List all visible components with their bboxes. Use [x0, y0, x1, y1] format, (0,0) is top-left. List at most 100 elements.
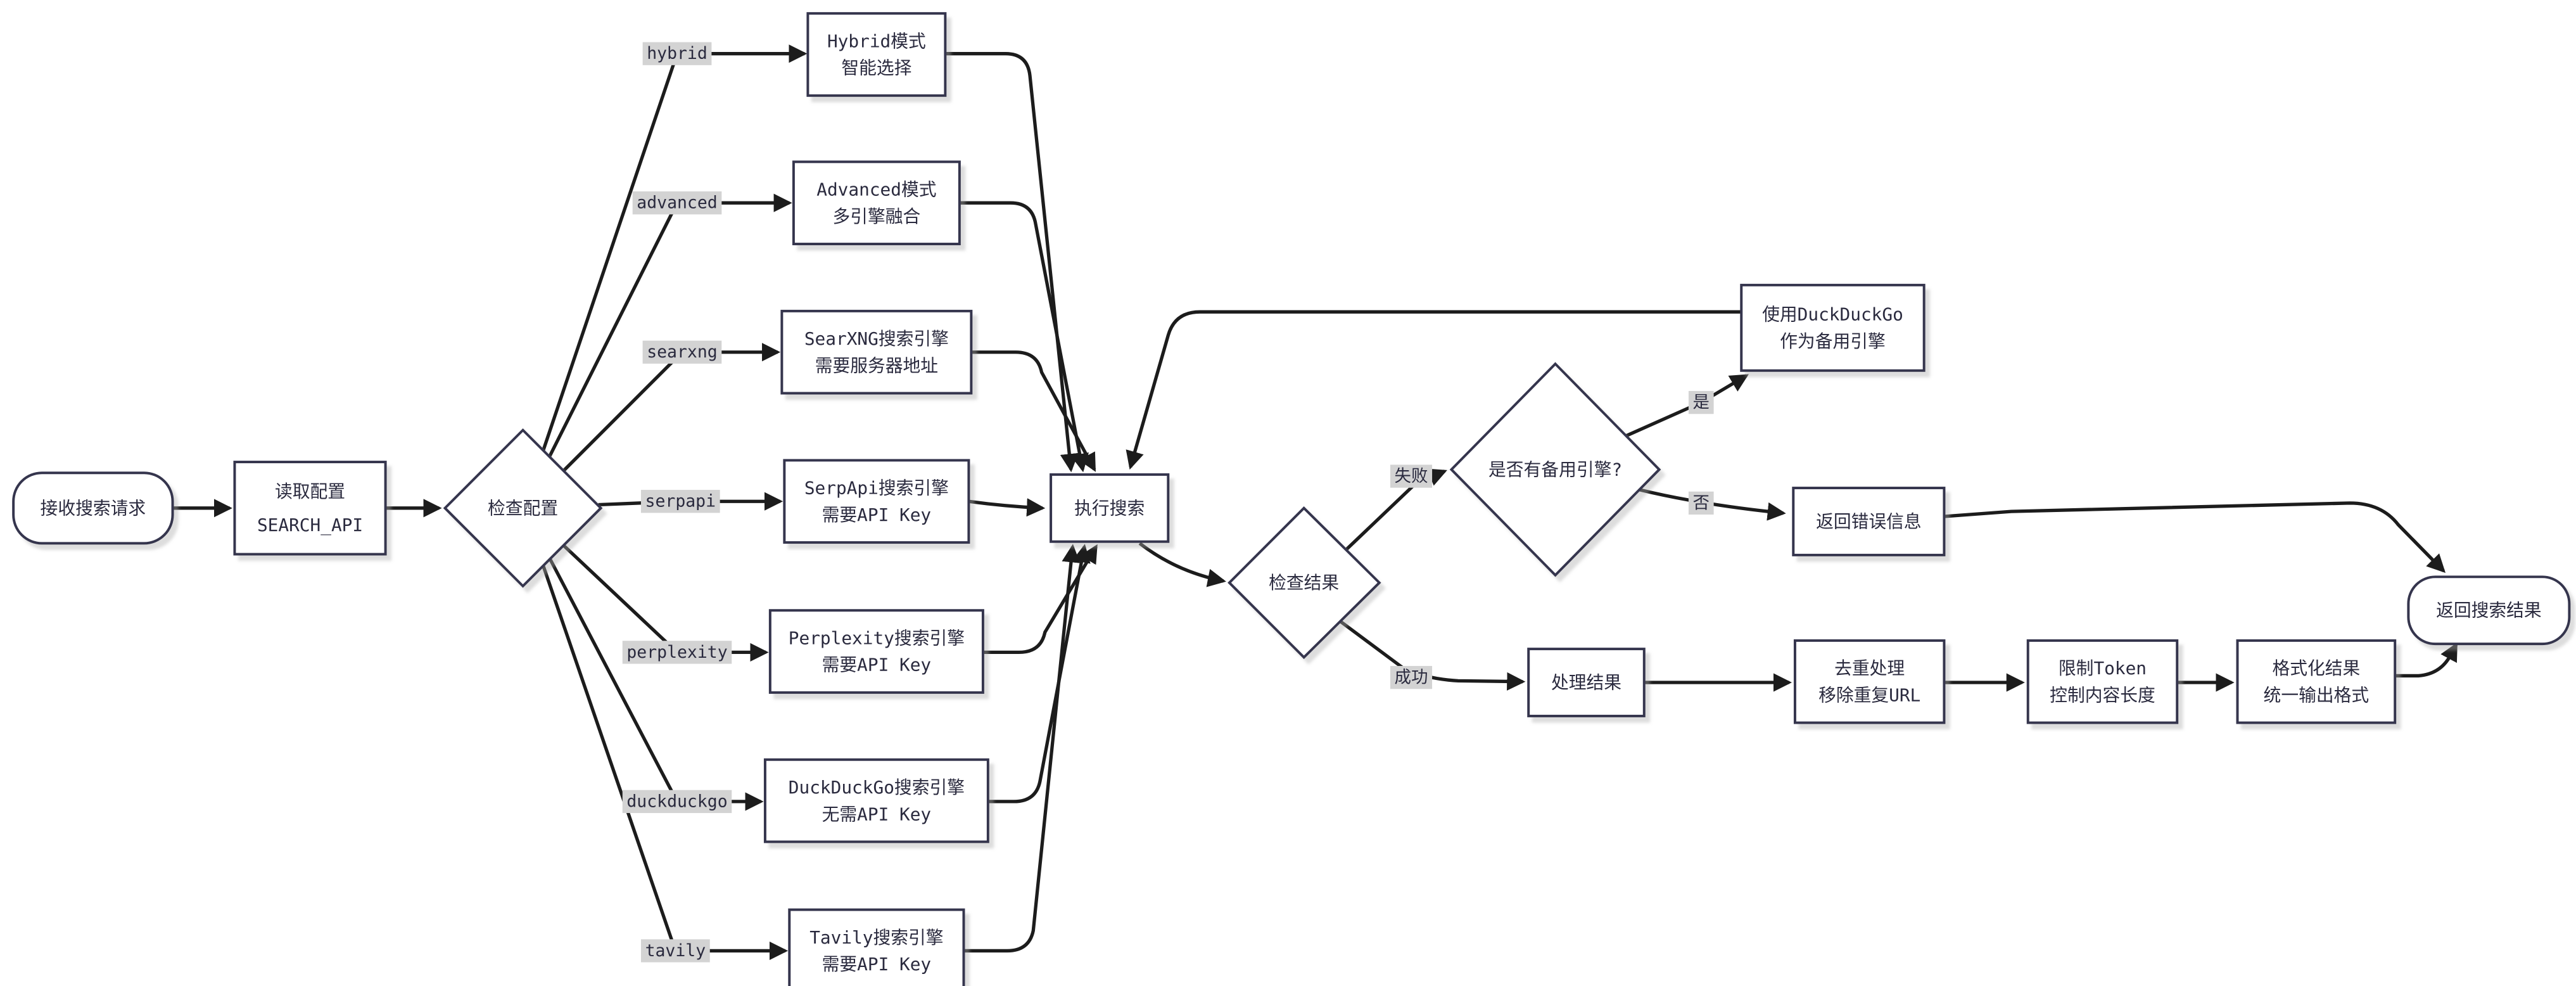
edge-label-advanced: advanced	[632, 191, 722, 215]
start-label: 接收搜索请求	[41, 497, 146, 518]
advanced-line1: Advanced模式	[816, 179, 936, 200]
node-format-result: 格式化结果 统一输出格式	[2236, 639, 2397, 724]
duckduckgo-line1: DuckDuckGo搜索引擎	[789, 777, 965, 798]
edge-label-fail-text: 失败	[1395, 466, 1428, 486]
process-result-label: 处理结果	[1551, 672, 1621, 693]
edge-label-tavily-text: tavily	[645, 941, 706, 961]
node-process-result: 处理结果	[1527, 648, 1646, 717]
node-end: 返回搜索结果	[2407, 575, 2571, 646]
node-check-config: 检查配置	[443, 428, 603, 588]
edge-label-hybrid: hybrid	[642, 42, 712, 65]
edge-label-serpapi-text: serpapi	[645, 492, 716, 511]
has-backup-label: 是否有备用引擎?	[1488, 459, 1622, 480]
edge-tavily-exec	[963, 544, 1081, 953]
check-config-shape	[443, 428, 603, 588]
edge-label-no-text: 否	[1693, 493, 1710, 513]
edge-exec-checkresult	[1138, 542, 1226, 587]
dedup-line2: 移除重复URL	[1818, 684, 1920, 705]
serpapi-shape	[783, 459, 970, 544]
limit-token-shape	[2026, 639, 2179, 724]
tavily-shape	[788, 908, 965, 986]
node-advanced: Advanced模式 多引擎融合	[792, 160, 961, 246]
node-searxng: SearXNG搜索引擎 需要服务器地址	[780, 309, 973, 395]
edge-label-yes-bg	[1688, 390, 1714, 414]
searxng-line1: SearXNG搜索引擎	[804, 328, 949, 349]
limit-token-line2: 控制内容长度	[2050, 684, 2155, 705]
format-result-line1: 格式化结果	[2272, 658, 2360, 679]
return-error-shape	[1792, 487, 1946, 556]
tavily-line1: Tavily搜索引擎	[809, 927, 943, 948]
node-has-backup: 是否有备用引擎?	[1449, 362, 1661, 577]
edge-label-fail: 失败	[1390, 464, 1433, 488]
node-return-error: 返回错误信息	[1792, 487, 1946, 556]
edge-label-duckduckgo-bg	[622, 790, 732, 814]
start-shape	[12, 471, 174, 545]
edge-label-no-bg	[1688, 491, 1714, 515]
edge-label-no: 否	[1688, 491, 1714, 515]
edge-perplexity-exec	[984, 544, 1098, 655]
edge-serpapi-exec	[968, 498, 1046, 517]
return-error-label: 返回错误信息	[1816, 511, 1922, 532]
edge-label-hybrid-bg	[642, 42, 712, 65]
node-execute: 执行搜索	[1050, 473, 1170, 543]
limit-token-line1: 限制Token	[2059, 658, 2147, 679]
tavily-line2: 需要API Key	[822, 954, 932, 975]
edge-label-success: 成功	[1390, 665, 1433, 689]
process-result-shape	[1527, 648, 1646, 717]
node-dedup: 去重处理 移除重复URL	[1793, 639, 1946, 724]
node-perplexity: Perplexity搜索引擎 需要API Key	[768, 609, 984, 694]
edge-check-perplexity	[562, 544, 769, 662]
edge-label-hybrid-text: hybrid	[647, 44, 707, 63]
searxng-line2: 需要服务器地址	[815, 355, 938, 376]
node-tavily: Tavily搜索引擎 需要API Key	[788, 908, 965, 986]
read-config-line2: SEARCH_API	[257, 515, 363, 536]
execute-shape	[1050, 473, 1170, 543]
edge-label-success-text: 成功	[1395, 668, 1428, 688]
edge-label-yes-text: 是	[1693, 393, 1710, 413]
node-limit-token: 限制Token 控制内容长度	[2026, 639, 2179, 724]
hybrid-line1: Hybrid模式	[827, 30, 926, 51]
serpapi-line1: SerpApi搜索引擎	[804, 478, 949, 499]
edge-label-tavily-bg	[640, 939, 710, 963]
edge-label-perplexity-text: perplexity	[626, 643, 727, 662]
edge-label-tavily: tavily	[640, 939, 710, 963]
use-ddg-line2: 作为备用引擎	[1780, 331, 1886, 352]
edge-yes	[1625, 374, 1749, 438]
edge-label-serpapi: serpapi	[640, 490, 720, 513]
dedup-shape	[1793, 639, 1946, 724]
read-config-shape	[233, 461, 387, 556]
has-backup-shape	[1449, 362, 1661, 577]
hybrid-shape	[806, 12, 947, 97]
edge-error-end	[1944, 501, 2446, 573]
node-serpapi: SerpApi搜索引擎 需要API Key	[783, 459, 970, 544]
end-shape	[2407, 575, 2571, 646]
format-result-shape	[2236, 639, 2397, 724]
node-duckduckgo: DuckDuckGo搜索引擎 无需API Key	[763, 758, 989, 843]
edge-label-searxng-text: searxng	[647, 342, 717, 362]
serpapi-line2: 需要API Key	[822, 504, 932, 525]
perplexity-line1: Perplexity搜索引擎	[789, 627, 965, 648]
advanced-line2: 多引擎融合	[832, 206, 920, 227]
edge-hybrid-exec	[945, 52, 1079, 473]
execute-label: 执行搜索	[1074, 497, 1145, 518]
format-result-line2: 统一输出格式	[2264, 684, 2370, 705]
use-ddg-shape	[1740, 283, 1926, 372]
node-start: 接收搜索请求	[12, 471, 174, 545]
edge-label-fail-bg	[1390, 464, 1433, 488]
edges	[172, 44, 2458, 960]
node-read-config: 读取配置 SEARCH_API	[233, 461, 387, 556]
edge-label-searxng: searxng	[642, 340, 722, 364]
dedup-line1: 去重处理	[1834, 658, 1905, 679]
edge-label-advanced-bg	[632, 191, 722, 215]
check-result-shape	[1228, 506, 1381, 660]
read-config-line1: 读取配置	[275, 481, 345, 502]
perplexity-shape	[768, 609, 984, 694]
edge-label-advanced-text: advanced	[637, 193, 717, 213]
edge-searxng-exec	[972, 350, 1096, 472]
edge-label-perplexity-bg	[622, 641, 732, 664]
edge-label-duckduckgo: duckduckgo	[622, 790, 732, 814]
edge-check-tavily	[541, 564, 789, 960]
duckduckgo-shape	[763, 758, 989, 843]
edge-format-end	[2395, 642, 2458, 678]
